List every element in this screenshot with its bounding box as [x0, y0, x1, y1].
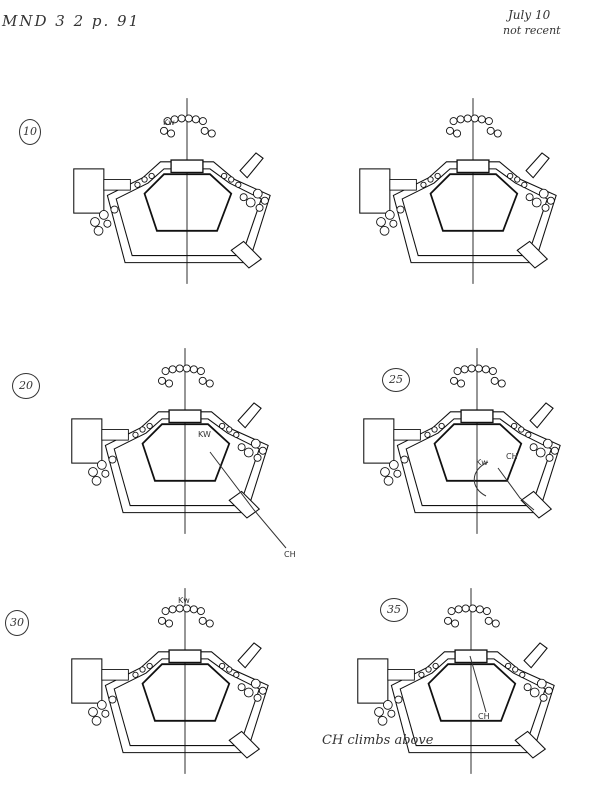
ch-path-25 [497, 467, 535, 511]
step-number-35: 35 [380, 598, 408, 622]
ch-path-20 [209, 451, 287, 549]
label-kw-20: KW [198, 430, 211, 439]
label-ch-35: CH [478, 712, 490, 721]
diagram-30 [70, 587, 270, 775]
step-number-25: 25 [382, 368, 410, 392]
kw-path-25 [473, 461, 489, 497]
label-ch-25: CH [506, 452, 518, 461]
label-ch-20: CH [284, 550, 296, 559]
ch-path-35 [469, 655, 487, 713]
status-note: not recent [503, 24, 561, 37]
label-kw-25: Kw [476, 458, 488, 467]
page-reference: MND 3 2 p. 91 [2, 12, 141, 30]
label-kw-10: Kw [163, 118, 175, 127]
step-number-30: 30 [5, 610, 29, 636]
step-number-20: 20 [12, 373, 40, 399]
diagram-10-copy [358, 97, 558, 285]
label-kw-30: Kw [178, 596, 190, 605]
diagram-20 [70, 347, 270, 535]
footer-note: CH climbs above [322, 733, 434, 748]
step-number-10: 10 [19, 119, 41, 145]
date-note: July 10 [508, 8, 551, 22]
